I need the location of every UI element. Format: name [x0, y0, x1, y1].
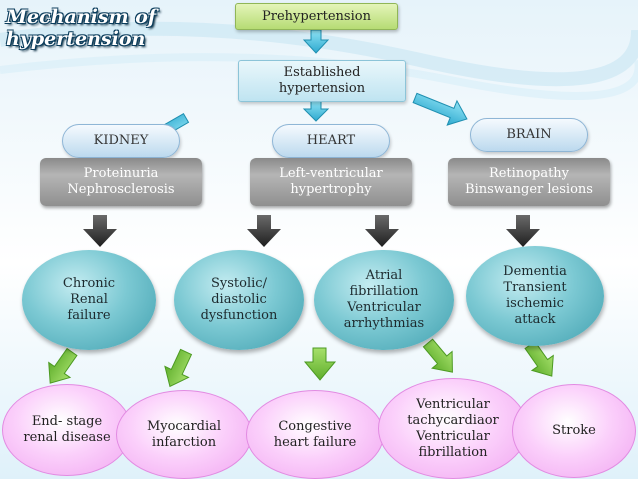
organ-heart-label: HEART [306, 133, 356, 148]
organ-kidney: KIDNEY [62, 124, 180, 158]
renal-line-1: Chronic [62, 276, 116, 291]
atrial-line-3: Ventricular [347, 300, 421, 315]
atrial-line-2: fibrillation [349, 284, 419, 299]
mi-line-2: infarction [151, 434, 217, 450]
heart-effect-2: hypertrophy [290, 182, 372, 197]
dementia-line-3: ischemic [506, 296, 564, 311]
dementia-line-2: Transient [503, 280, 567, 295]
dementia-line-4: attack [514, 312, 556, 327]
stroke-label: Stroke [552, 423, 596, 438]
vt-line-1: Ventricular [416, 396, 490, 412]
renal-line-3: failure [67, 308, 111, 323]
chf-line-2: heart failure [273, 434, 357, 450]
brain-effect-2: Binswanger lesions [465, 182, 593, 197]
end-stage-renal-disease-ellipse: End- stage renal disease [2, 384, 132, 476]
organ-brain: BRAIN [470, 118, 588, 152]
vt-line-4: fibrillation [418, 444, 488, 460]
renal-line-2: Renal [70, 292, 108, 307]
esrd-line-1: End- stage [31, 414, 103, 429]
prehypertension-label: Prehypertension [262, 8, 371, 24]
organ-heart: HEART [272, 124, 390, 158]
title-line-2: hypertension [6, 28, 146, 50]
organ-kidney-label: KIDNEY [93, 133, 149, 148]
systolic-dysfunction-ellipse: Systolic/ diastolic dysfunction [174, 250, 304, 350]
vt-line-3: Ventricular [416, 428, 490, 444]
atrial-fibrillation-ellipse: Atrial fibrillation Ventricular arrhythm… [314, 250, 454, 350]
chronic-renal-failure-ellipse: Chronic Renal failure [22, 250, 156, 350]
brain-effects-box: Retinopathy Binswanger lesions [448, 158, 610, 206]
kidney-effects-box: Proteinuria Nephrosclerosis [40, 158, 202, 206]
title-line-1: Mechanism of [6, 6, 157, 28]
prehypertension-box: Prehypertension [235, 3, 398, 30]
atrial-line-1: Atrial [365, 268, 403, 283]
ventricular-tachycardia-ellipse: Ventricular tachycardiaor Ventricular fi… [378, 378, 528, 479]
established-line-1: Established [283, 65, 361, 80]
systolic-line-2: diastolic [211, 292, 267, 307]
mi-line-1: Myocardial [146, 418, 222, 434]
congestive-heart-failure-ellipse: Congestive heart failure [246, 390, 384, 479]
organ-brain-label: BRAIN [506, 127, 552, 142]
chf-line-1: Congestive [278, 418, 352, 434]
established-hypertension-box: Established hypertension [238, 60, 406, 102]
myocardial-infarction-ellipse: Myocardial infarction [116, 390, 252, 479]
dementia-tia-ellipse: Dementia Transient ischemic attack [466, 246, 604, 346]
esrd-line-2: renal disease [23, 430, 111, 445]
systolic-line-3: dysfunction [200, 308, 278, 323]
kidney-effect-1: Proteinuria [83, 166, 159, 181]
systolic-line-1: Systolic/ [211, 276, 267, 291]
stroke-ellipse: Stroke [512, 384, 636, 478]
heart-effects-box: Left-ventricular hypertrophy [250, 158, 412, 206]
kidney-effect-2: Nephrosclerosis [67, 182, 175, 197]
brain-effect-1: Retinopathy [488, 166, 570, 181]
atrial-line-4: arrhythmias [343, 316, 425, 331]
established-line-2: hypertension [278, 81, 366, 96]
heart-effect-1: Left-ventricular [279, 166, 383, 181]
dementia-line-1: Dementia [503, 264, 567, 279]
vt-line-2: tachycardiaor [407, 412, 499, 428]
slide-title: Mechanism of hypertension [6, 6, 166, 50]
